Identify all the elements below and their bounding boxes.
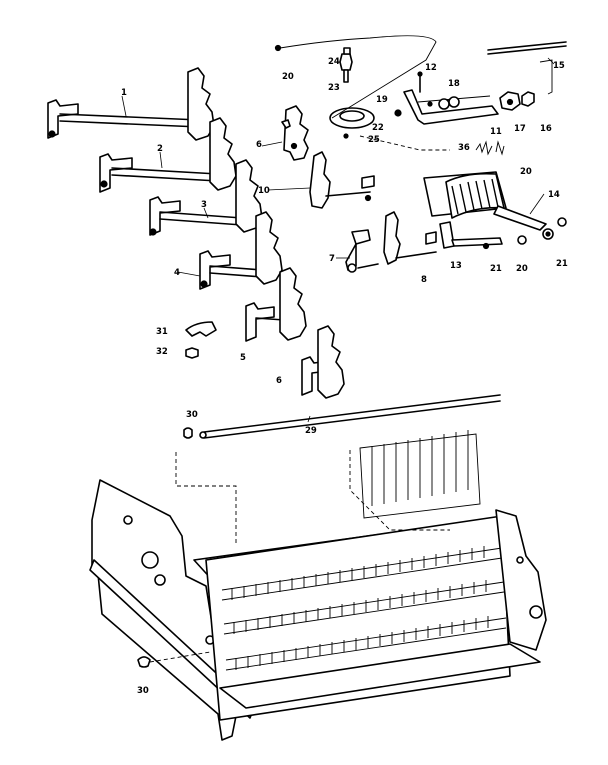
- callout-30-upper: 30: [186, 410, 198, 420]
- bracket-part-11[interactable]: [394, 89, 499, 125]
- callout-17: 17: [514, 124, 526, 134]
- callout-6-lower: 6: [276, 376, 282, 386]
- clip-part-30-upper[interactable]: [183, 427, 193, 439]
- shaft-part-29[interactable]: [199, 394, 501, 439]
- callout-24: 24: [328, 57, 340, 67]
- callout-20-top: 20: [282, 72, 294, 82]
- bail-part-4[interactable]: [199, 211, 283, 290]
- callout-labels: 1 2 3 4 5 6 6 7 8 10 11 12 13 14 15 16 1…: [121, 57, 568, 696]
- callout-1: 1: [121, 88, 127, 98]
- clip-part-31[interactable]: [185, 321, 217, 337]
- callout-25: 25: [368, 135, 380, 145]
- link-part-10[interactable]: [309, 151, 375, 209]
- assembly-lines: [121, 57, 555, 663]
- callout-12: 12: [425, 63, 437, 73]
- callout-20-mid: 20: [520, 167, 532, 177]
- callout-10: 10: [258, 186, 270, 196]
- nut-part-32[interactable]: [185, 347, 199, 359]
- callout-4: 4: [174, 268, 180, 278]
- callout-13: 13: [450, 261, 462, 271]
- link-part-9[interactable]: [383, 211, 437, 265]
- bail-part-2[interactable]: [99, 117, 237, 193]
- callout-22: 22: [372, 123, 384, 133]
- callout-32: 32: [156, 347, 168, 357]
- bail-part-1[interactable]: [47, 67, 215, 141]
- main-frame: [89, 430, 547, 741]
- callout-19: 19: [376, 95, 388, 105]
- spring-part-23-24[interactable]: [339, 47, 353, 83]
- callout-21-a: 21: [490, 264, 502, 274]
- bail-part-6-lower[interactable]: [301, 325, 345, 399]
- callout-31: 31: [156, 327, 168, 337]
- callout-5: 5: [240, 353, 246, 363]
- link-part-7[interactable]: [345, 229, 379, 273]
- clip-part-30-lower[interactable]: [137, 656, 151, 668]
- bail-part-6-upper[interactable]: [283, 105, 309, 161]
- nut-part-16[interactable]: [521, 91, 535, 107]
- coil-assembly[interactable]: [423, 140, 567, 250]
- pulley-part-22[interactable]: [329, 107, 375, 139]
- callout-7: 7: [329, 254, 335, 264]
- nut-part-17[interactable]: [499, 91, 521, 111]
- bail-part-3[interactable]: [149, 159, 263, 236]
- callout-16: 16: [540, 124, 552, 134]
- callout-11: 11: [490, 127, 502, 137]
- cable-part-20[interactable]: [274, 35, 437, 119]
- callout-36: 36: [458, 143, 470, 153]
- callout-29: 29: [305, 426, 317, 436]
- rod-part-15[interactable]: [487, 41, 567, 95]
- callout-3: 3: [201, 200, 207, 210]
- callout-15: 15: [553, 61, 565, 71]
- callout-2: 2: [157, 144, 163, 154]
- bail-part-5[interactable]: [245, 267, 307, 342]
- callout-14: 14: [548, 190, 560, 200]
- screw-part-12[interactable]: [417, 71, 423, 93]
- callout-23: 23: [328, 83, 340, 93]
- link-part-8[interactable]: [281, 119, 291, 129]
- callout-30-lower: 30: [137, 686, 149, 696]
- callout-6-upper: 6: [256, 140, 262, 150]
- callout-18: 18: [448, 79, 460, 89]
- callout-20-bot: 20: [516, 264, 528, 274]
- callout-8: 8: [421, 275, 427, 285]
- callout-21-b: 21: [556, 259, 568, 269]
